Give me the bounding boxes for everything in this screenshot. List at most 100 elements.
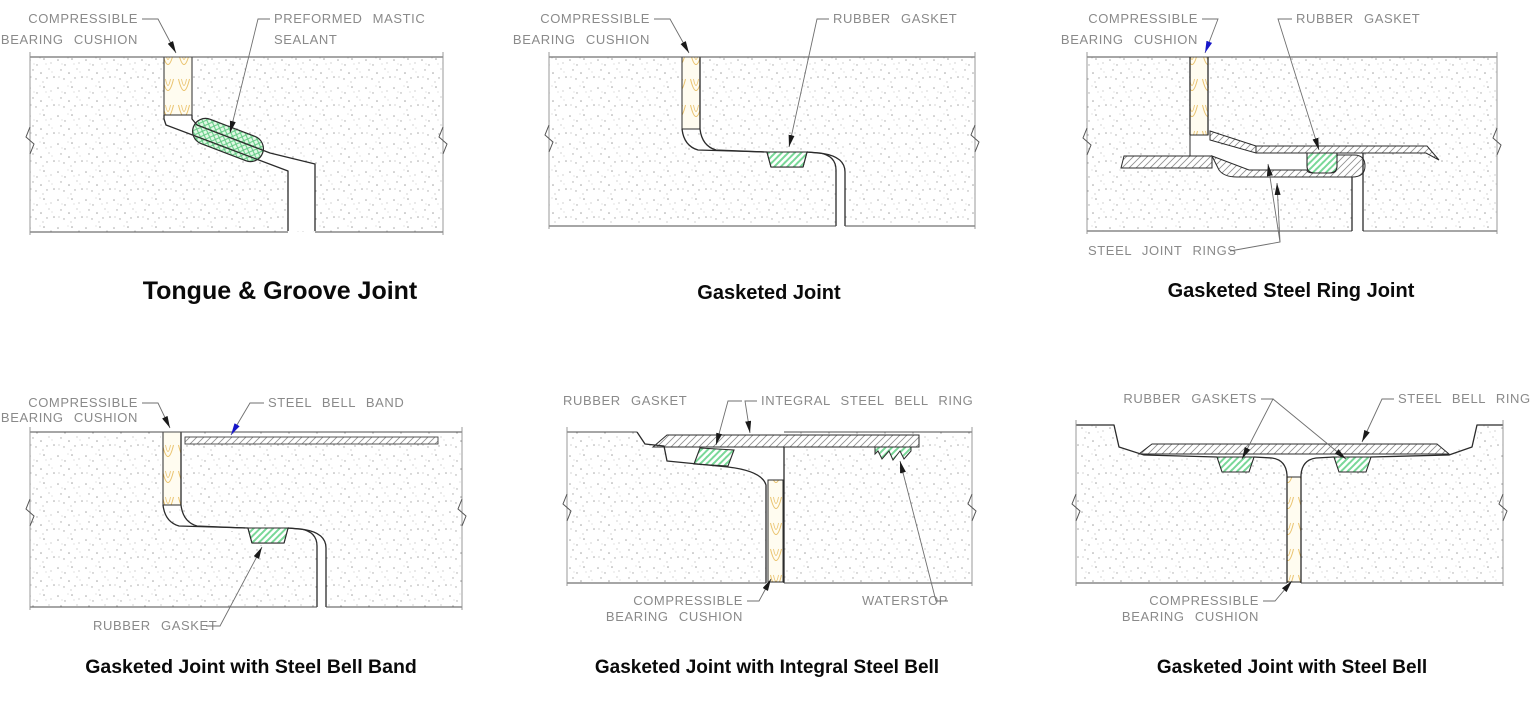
rubber-gasket-right — [1333, 456, 1372, 473]
label-rubber-gasket: RUBBER GASKET — [93, 618, 217, 633]
label-integral-steel-bell-ring: INTEGRAL STEEL BELL RING — [761, 393, 973, 408]
tongue-groove-drawing: COMPRESSIBLE BEARING CUSHION PREFORMED M… — [1, 11, 448, 305]
leader-gasket-right — [1272, 398, 1347, 460]
steel-bell-band-drawing: COMPRESSIBLE BEARING CUSHION STEEL BELL … — [1, 395, 467, 678]
label-compressible: COMPRESSIBLE — [28, 11, 138, 26]
label-rubber-gasket: RUBBER GASKET — [563, 393, 687, 408]
compressible-bearing-cushion — [163, 56, 193, 116]
concrete-blocks — [549, 57, 975, 226]
compressible-bearing-cushion — [681, 56, 701, 130]
compressible-bearing-cushion — [1189, 56, 1209, 136]
label-compressible: COMPRESSIBLE — [28, 395, 138, 410]
joint-outline — [1071, 420, 1508, 586]
label-compressible: COMPRESSIBLE — [1149, 593, 1259, 608]
leader-cushion — [142, 402, 171, 429]
label-rubber-gasket: RUBBER GASKET — [1296, 11, 1420, 26]
panel-title: Tongue & Groove Joint — [143, 277, 418, 305]
break-mark-right — [1498, 493, 1508, 522]
panel-title: Gasketed Joint with Steel Bell Band — [85, 656, 417, 678]
break-mark-right — [457, 498, 467, 527]
leader-gasket — [715, 400, 742, 446]
break-mark-right — [1492, 127, 1502, 156]
leader-cushion — [1202, 18, 1219, 54]
label-steel-bell-ring: STEEL BELL RING — [1398, 391, 1531, 406]
annotations: COMPRESSIBLE BEARING CUSHION STEEL BELL … — [1, 395, 404, 633]
annotations: COMPRESSIBLE BEARING CUSHION RUBBER GASK… — [1061, 11, 1420, 258]
rubber-gasket — [1306, 152, 1338, 174]
panel-title: Gasketed Joint — [697, 282, 841, 304]
gasketed-joint-drawing: COMPRESSIBLE BEARING CUSHION RUBBER GASK… — [513, 11, 980, 304]
waterstop — [874, 446, 912, 461]
panel-steel-bell-joint: RUBBER GASKETS STEEL BELL RING COMPRESSI… — [1024, 340, 1536, 708]
rubber-gasket — [693, 447, 735, 467]
leader-rings-lower — [1274, 182, 1281, 243]
break-mark-left — [1082, 127, 1092, 156]
leader-ring — [744, 400, 757, 434]
panel-integral-steel-bell-joint: RUBBER GASKET INTEGRAL STEEL BELL RING C… — [512, 340, 1024, 708]
leader-cushion — [747, 578, 772, 602]
panel-steel-bell-band-joint: COMPRESSIBLE BEARING CUSHION STEEL BELL … — [0, 340, 512, 708]
joint-outline — [562, 427, 977, 586]
label-bearing-cushion: BEARING CUSHION — [1061, 32, 1198, 47]
leader-cushion — [654, 18, 690, 54]
annotations: COMPRESSIBLE BEARING CUSHION PREFORMED M… — [1, 11, 425, 134]
break-mark-right — [967, 493, 977, 522]
integral-steel-bell-ring — [651, 434, 920, 448]
annotations: COMPRESSIBLE BEARING CUSHION RUBBER GASK… — [513, 11, 957, 148]
leader-sealant — [229, 18, 270, 134]
upper-steel-ring — [1255, 145, 1440, 161]
panel-title: Gasketed Joint with Steel Bell — [1157, 657, 1427, 678]
rubber-gasket — [247, 527, 289, 544]
concrete-blocks — [30, 432, 462, 607]
label-bearing-cushion: BEARING CUSHION — [606, 609, 743, 624]
leader-gasket — [788, 18, 829, 148]
leader-ring — [1361, 398, 1394, 443]
steel-bell-band — [184, 436, 439, 445]
break-mark-left — [25, 498, 35, 527]
break-mark-left — [25, 126, 35, 155]
rubber-gasket — [766, 151, 808, 168]
label-compressible: COMPRESSIBLE — [1088, 11, 1198, 26]
label-bearing-cushion: BEARING CUSHION — [1122, 609, 1259, 624]
annotations: RUBBER GASKET INTEGRAL STEEL BELL RING C… — [563, 393, 973, 624]
panel-gasketed-steel-ring-joint: COMPRESSIBLE BEARING CUSHION RUBBER GASK… — [1024, 0, 1536, 340]
label-steel-joint-rings: STEEL JOINT RINGS — [1088, 243, 1237, 258]
rubber-gasket-left — [1216, 456, 1255, 473]
lower-steel-ring-arm — [1120, 155, 1213, 169]
joint-outline — [25, 427, 467, 610]
leader-cushion — [142, 18, 177, 54]
label-waterstop: WATERSTOP — [862, 593, 948, 608]
steel-ring-joint-drawing: COMPRESSIBLE BEARING CUSHION RUBBER GASK… — [1061, 11, 1502, 302]
leader-gasket — [206, 546, 263, 627]
leader-cushion — [1263, 580, 1293, 602]
label-rubber-gaskets: RUBBER GASKETS — [1123, 391, 1257, 406]
break-mark-left — [544, 124, 554, 153]
leader-band — [230, 402, 264, 436]
panel-title: Gasketed Joint with Integral Steel Bell — [595, 657, 939, 678]
panel-tongue-groove-joint: COMPRESSIBLE BEARING CUSHION PREFORMED M… — [0, 0, 512, 340]
label-rubber-gasket: RUBBER GASKET — [833, 11, 957, 26]
label-bearing-cushion: BEARING CUSHION — [1, 410, 138, 425]
label-bearing-cushion: BEARING CUSHION — [513, 32, 650, 47]
compressible-bearing-cushion — [767, 479, 784, 583]
leader-waterstop — [899, 460, 948, 602]
joint-outline — [1082, 52, 1502, 234]
label-sealant: SEALANT — [274, 32, 337, 47]
concrete-blocks — [1087, 57, 1497, 231]
steel-bell-ring — [1137, 443, 1451, 455]
leader-gasket — [1277, 18, 1320, 151]
integral-steel-bell-drawing: RUBBER GASKET INTEGRAL STEEL BELL RING C… — [562, 393, 977, 678]
label-bearing-cushion: BEARING CUSHION — [1, 32, 138, 47]
label-compressible: COMPRESSIBLE — [633, 593, 743, 608]
compressible-bearing-cushion — [1286, 476, 1302, 583]
label-steel-bell-band: STEEL BELL BAND — [268, 395, 404, 410]
break-mark-right — [438, 126, 448, 155]
label-compressible: COMPRESSIBLE — [540, 11, 650, 26]
compressible-bearing-cushion — [162, 431, 182, 506]
break-mark-left — [1071, 493, 1081, 522]
steel-bell-drawing: RUBBER GASKETS STEEL BELL RING COMPRESSI… — [1071, 391, 1531, 678]
break-mark-left — [562, 493, 572, 522]
annotations: RUBBER GASKETS STEEL BELL RING COMPRESSI… — [1122, 391, 1531, 624]
break-mark-right — [970, 124, 980, 153]
